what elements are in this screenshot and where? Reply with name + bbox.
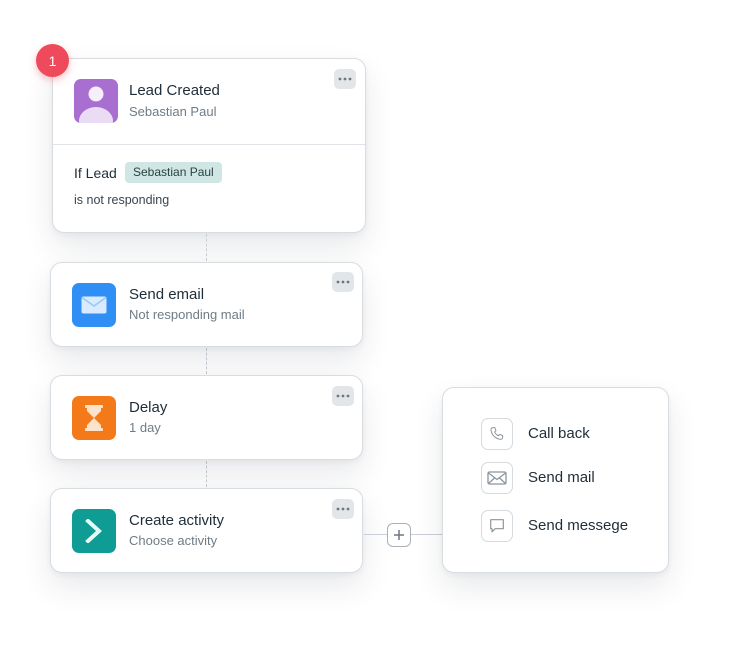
step-title: Delay	[129, 399, 168, 416]
more-options-button[interactable]	[332, 386, 354, 406]
step-title: Create activity	[129, 512, 225, 529]
step-subtitle: 1 day	[129, 420, 161, 435]
more-options-button[interactable]	[332, 499, 354, 519]
menu-item-label: Send messege	[528, 517, 629, 534]
more-dots-icon	[336, 280, 350, 284]
menu-item-send-mail[interactable]: Send mail	[481, 462, 681, 494]
more-options-button[interactable]	[334, 69, 356, 89]
step-number-badge: 1	[36, 44, 69, 77]
activity-menu: Call back Send mail Send messege	[442, 387, 669, 573]
step-title: Send email	[129, 286, 205, 303]
card-divider	[53, 144, 365, 145]
branch-connector	[411, 534, 442, 535]
user-avatar-icon	[74, 79, 118, 123]
menu-item-label: Call back	[528, 425, 590, 442]
more-options-button[interactable]	[332, 272, 354, 292]
lead-card-subtitle: Sebastian Paul	[129, 104, 217, 119]
menu-item-call-back[interactable]: Call back	[481, 418, 681, 450]
mail-icon	[481, 462, 513, 494]
menu-item-label: Send mail	[528, 469, 595, 486]
create-activity-card[interactable]: Create activity Choose activity	[50, 488, 363, 573]
phone-icon	[481, 418, 513, 450]
more-dots-icon	[338, 77, 352, 81]
step-subtitle: Not responding mail	[129, 307, 245, 322]
hourglass-icon	[72, 396, 116, 440]
lead-name-chip: Sebastian Paul	[125, 162, 222, 183]
chat-bubble-icon	[481, 510, 513, 542]
envelope-icon	[72, 283, 116, 327]
plus-icon	[394, 530, 404, 540]
more-dots-icon	[336, 394, 350, 398]
lead-created-card[interactable]: Lead Created Sebastian Paul If Lead is n…	[52, 58, 366, 233]
step-subtitle: Choose activity	[129, 533, 218, 548]
delay-card[interactable]: Delay 1 day	[50, 375, 363, 460]
send-email-card[interactable]: Send email Not responding mail	[50, 262, 363, 347]
chevron-right-icon	[72, 509, 116, 553]
branch-connector	[364, 534, 388, 535]
menu-item-send-messege[interactable]: Send messege	[481, 510, 681, 542]
flow-connector	[206, 348, 207, 374]
flow-connector	[206, 234, 207, 261]
add-step-button[interactable]	[387, 523, 411, 547]
more-dots-icon	[336, 507, 350, 511]
flow-connector	[206, 461, 207, 487]
condition-text: is not responding	[74, 193, 170, 207]
lead-card-title: Lead Created	[129, 82, 220, 99]
condition-prefix: If Lead	[74, 165, 117, 181]
